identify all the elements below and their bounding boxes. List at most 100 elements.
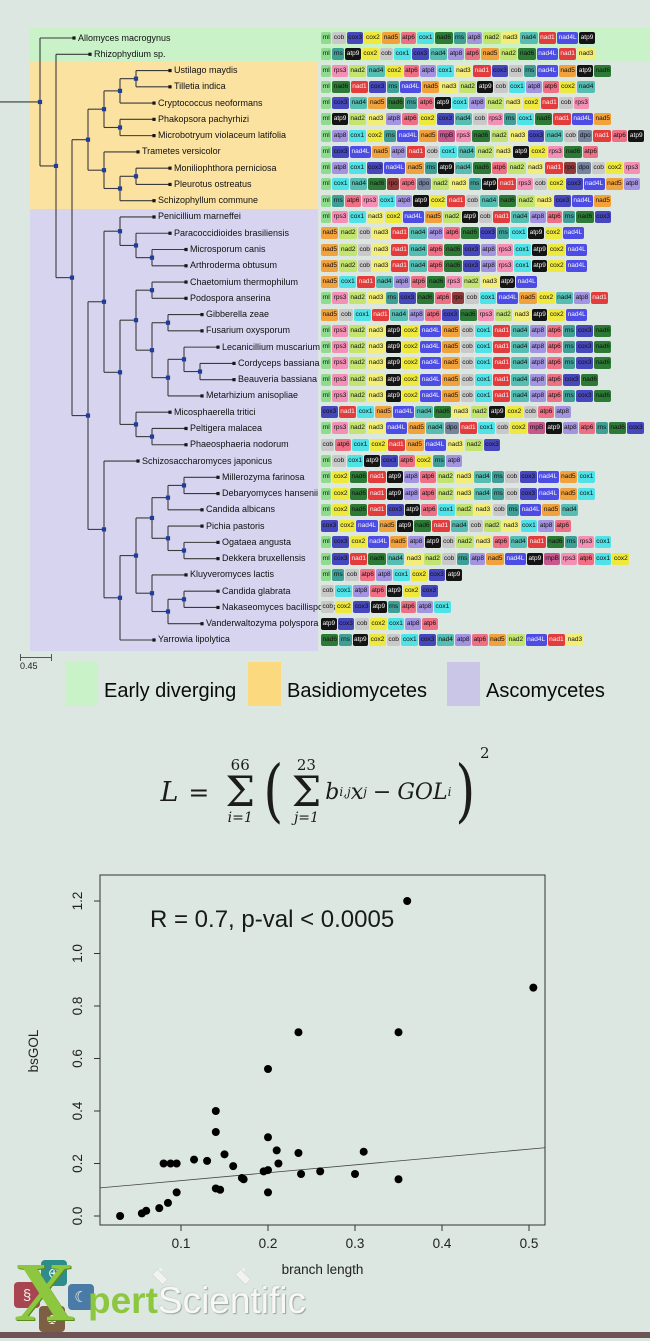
gene-block-cob: cob — [379, 48, 394, 61]
gene-block-rnl: rnl — [321, 341, 332, 354]
gene-block-rnl: rnl — [321, 389, 332, 402]
gene-block-nad4L: nad4L — [397, 129, 419, 142]
gene-block-nad4L: nad4L — [420, 373, 442, 386]
gene-block-cob: cob — [442, 552, 456, 565]
gene-block-nad6: nad6 — [368, 178, 386, 191]
species-label: Micosphaerella tritici — [174, 406, 256, 417]
species-label: Yarrowia lipolytica — [158, 634, 230, 645]
minus-sign: − — [372, 779, 392, 805]
gene-block-cox2: cox2 — [410, 568, 428, 581]
species-label: Microbotryum violaceum latifolia — [158, 130, 287, 141]
gene-block-nad6: nad6 — [472, 129, 490, 142]
tree-scale-bar: 0.45 — [20, 653, 52, 671]
gene-block-cox2: cox2 — [369, 617, 387, 630]
species-label: Debaryomyces hansenii — [222, 488, 319, 499]
gene-block-atp8: atp8 — [455, 633, 471, 646]
gene-block-cob: cob — [509, 64, 523, 77]
gene-block-atp6: atp6 — [425, 308, 441, 321]
logo-pert-text: pert — [88, 1280, 158, 1321]
tip-node — [216, 475, 220, 479]
gene-block-nad4L: nad4L — [393, 406, 415, 419]
gene-block-atp9: atp9 — [386, 471, 403, 484]
gene-block-cox3: cox3 — [441, 308, 459, 321]
gene-block-cox1: cox1 — [440, 145, 457, 158]
data-point — [264, 1166, 272, 1175]
gene-block-atp8: atp8 — [538, 520, 554, 533]
gene-block-nad4: nad4 — [454, 113, 473, 126]
globe-icon: ⊕ — [41, 1260, 67, 1286]
internal-node — [117, 186, 123, 191]
gene-block-nad4: nad4 — [577, 80, 595, 93]
gene-block-nad1: nad1 — [538, 32, 557, 44]
trend-line — [100, 1147, 545, 1189]
plot-box — [99, 874, 546, 1226]
gene-block-cox2: cox2 — [402, 324, 420, 337]
data-point — [297, 1170, 306, 1178]
legend-item: Basidiomycetes — [248, 662, 427, 706]
gene-block-cob: cob — [473, 113, 487, 126]
gene-block-cox3: cox3 — [627, 422, 645, 435]
gene-block-cox3: cox3 — [576, 341, 593, 354]
tip-node — [168, 85, 172, 89]
tip-node — [168, 182, 172, 187]
internal-node — [85, 413, 91, 418]
gene-block-atp6: atp6 — [359, 568, 376, 581]
gene-block-atp8: atp8 — [529, 357, 546, 370]
gene-block-nad6: nad6 — [349, 503, 368, 516]
gene-block-nad4L: nad4L — [402, 210, 424, 223]
gene-block-cox3: cox3 — [436, 113, 454, 126]
gene-block-nad2: nad2 — [348, 341, 367, 354]
tip-node — [168, 410, 172, 414]
gene-block-atp8: atp8 — [427, 227, 444, 240]
gene-block-nad6: nad6 — [518, 48, 536, 61]
gene-block-atp6: atp6 — [546, 373, 563, 386]
gene-block-rns: rns — [563, 357, 576, 370]
gene-block-cox2: cox2 — [506, 406, 523, 419]
gene-block-nad3: nad3 — [526, 162, 545, 175]
gene-block-nad6: nad6 — [349, 487, 368, 500]
gene-block-nad5: nad5 — [372, 145, 390, 158]
gene-block-cob: cob — [441, 536, 456, 549]
gene-block-nad4: nad4 — [511, 389, 529, 402]
gene-block-atp6: atp6 — [546, 210, 563, 223]
data-point — [163, 1198, 172, 1207]
gene-block-cox3: cox3 — [462, 259, 480, 272]
tip-node — [184, 247, 188, 252]
formula-equals: = — [188, 777, 210, 807]
data-point — [172, 1159, 181, 1168]
gene-block-nad1: nad1 — [492, 373, 511, 386]
gene-block-cob: cob — [478, 210, 492, 223]
gene-block-nad1: nad1 — [349, 552, 368, 565]
gene-block-cob: cob — [425, 145, 440, 158]
gene-block-cox1: cox1 — [578, 487, 595, 500]
gene-block-nad2: nad2 — [462, 276, 481, 289]
internal-node — [117, 88, 123, 93]
species-label: Pleurotus ostreatus — [174, 178, 252, 189]
gene-block-rps3: rps3 — [332, 373, 348, 386]
gene-block-rns: rns — [563, 210, 576, 223]
gene-block-nad3: nad3 — [446, 438, 465, 451]
gene-block-nad2: nad2 — [348, 292, 367, 305]
gene-block-cob: cob — [321, 601, 335, 614]
tip-node — [168, 231, 172, 235]
gene-block-atp6: atp6 — [546, 324, 563, 337]
gene-block-rps3: rps3 — [573, 97, 590, 110]
brand-logo: ⊕§☾♣ X pertScientific — [8, 1246, 428, 1339]
gene-block-nad4L: nad4L — [385, 422, 407, 435]
gene-block-atp8: atp8 — [390, 145, 407, 158]
logo-x-letter: X — [14, 1246, 75, 1339]
gene-block-nad6: nad6 — [413, 520, 432, 533]
gene-block-cox3: cox3 — [411, 48, 429, 61]
gene-block-cox1: cox1 — [401, 633, 419, 646]
data-point — [229, 1162, 238, 1171]
gene-block-nad4L: nad4L — [420, 357, 442, 370]
gene-block-nad2: nad2 — [348, 389, 367, 402]
tip-node — [152, 134, 156, 138]
gene-block-cob: cob — [469, 520, 483, 533]
outer-sum-upper: 66 — [230, 756, 250, 774]
gene-block-atp8: atp8 — [529, 341, 546, 354]
